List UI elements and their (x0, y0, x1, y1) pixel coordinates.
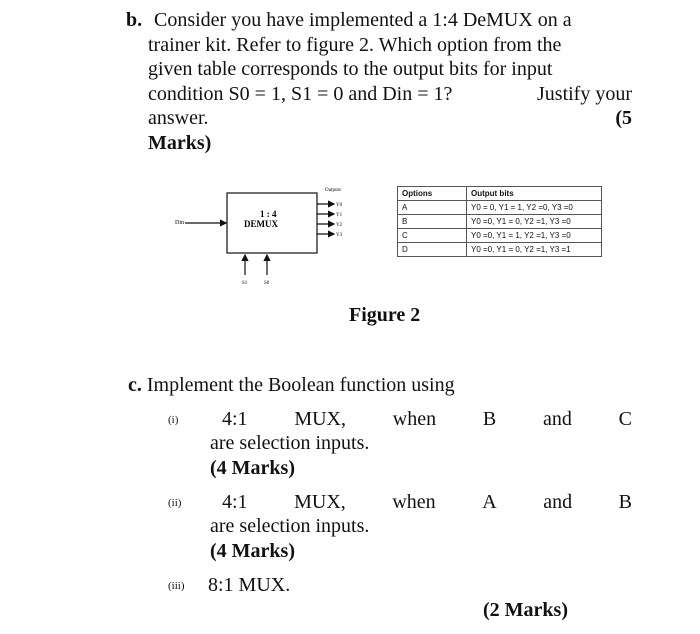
output-label-y1: Y1 (336, 213, 343, 218)
subquestion-ii-word: A (482, 491, 497, 513)
subquestion-i-word: MUX, (294, 408, 346, 430)
select-label-s0: S0 (264, 281, 270, 286)
table-header-output-bits: Output bits (466, 186, 602, 201)
table-row: C Y0 =0, Y1 = 1, Y2 =1, Y3 =0 (397, 228, 602, 243)
table-header-options: Options (397, 186, 467, 201)
subquestion-iii-number: (iii) (168, 580, 185, 592)
subquestion-ii-marks: (4 Marks) (210, 540, 295, 562)
select-label-s1: S1 (242, 281, 248, 286)
subquestion-iii-marks: (2 Marks) (483, 599, 568, 621)
table-cell-option: D (397, 242, 467, 257)
output-label-y0: Y0 (336, 203, 343, 208)
question-b-marks-open: (5 (615, 107, 632, 129)
options-table: Options Output bits A Y0 = 0, Y1 = 1, Y2… (397, 186, 602, 257)
outputs-title: Outputs (325, 188, 341, 193)
output-label-y3: Y3 (336, 233, 343, 238)
table-cell-option: A (397, 200, 467, 215)
question-b-line-2: trainer kit. Refer to figure 2. Which op… (148, 33, 562, 56)
question-b-line-1: Consider you have implemented a 1:4 DeMU… (154, 9, 572, 31)
subquestion-i-word: 4:1 (222, 408, 248, 430)
question-b-justify: Justify your (537, 82, 632, 105)
subquestion-ii-word: MUX, (294, 491, 346, 513)
question-b-line-4: condition S0 = 1, S1 = 0 and Din = 1? Ju… (148, 82, 632, 107)
subquestion-ii-number: (ii) (168, 497, 182, 509)
table-cell-output-bits: Y0 =0, Y1 = 0, Y2 =1, Y3 =1 (466, 242, 602, 257)
demux-ratio-label: 1 : 4 (260, 209, 277, 219)
table-row: B Y0 =0, Y1 = 0, Y2 =1, Y3 =0 (397, 214, 602, 229)
demux-diagram: Din 1 : 4 DEMUX Outputs Y0 Y1 Y2 Y3 S1 S… (175, 188, 343, 286)
subquestion-i-line-2: are selection inputs. (210, 432, 370, 454)
table-row: D Y0 =0, Y1 = 0, Y2 =1, Y3 =1 (397, 242, 602, 257)
subquestion-iii-text: 8:1 MUX. (208, 574, 291, 596)
subquestion-i-number: (i) (168, 414, 179, 426)
question-c-intro: Implement the Boolean function using (146, 374, 455, 396)
table-cell-output-bits: Y0 = 0, Y1 = 1, Y2 =0, Y3 =0 (466, 200, 602, 215)
question-b-marks: Marks) (148, 131, 212, 154)
table-header-row: Options Output bits (397, 186, 602, 201)
subquestion-i-word: and (542, 408, 572, 430)
subquestion-ii-word: when (392, 491, 436, 513)
demux-block (226, 192, 318, 254)
subquestion-ii-word: 4:1 (222, 491, 248, 513)
subquestion-i-line-1: 4:1 MUX, when B and C (222, 407, 632, 432)
subquestion-i-word: when (392, 408, 437, 430)
question-c-heading: c. Implement the Boolean function using (128, 373, 455, 398)
figure-caption: Figure 2 (349, 304, 421, 326)
demux-name-label: DEMUX (244, 219, 278, 229)
subquestion-ii-line-1: 4:1 MUX, when A and B (222, 490, 632, 515)
table-cell-output-bits: Y0 =0, Y1 = 0, Y2 =1, Y3 =0 (466, 214, 602, 229)
question-b-condition: condition S0 = 1, S1 = 0 and Din = 1? (148, 82, 453, 105)
table-cell-option: C (397, 228, 467, 243)
subquestion-i-word: B (482, 408, 497, 430)
subquestion-ii-word: B (618, 491, 632, 513)
output-label-y2: Y2 (336, 223, 343, 228)
table-cell-output-bits: Y0 =0, Y1 = 1, Y2 =1, Y3 =0 (466, 228, 602, 243)
subquestion-ii-line-2: are selection inputs. (210, 515, 370, 537)
subquestion-i-word: C (618, 408, 632, 430)
table-cell-option: B (397, 214, 467, 229)
question-b-line-3: given table corresponds to the output bi… (148, 58, 553, 80)
table-row: A Y0 = 0, Y1 = 1, Y2 =0, Y3 =0 (397, 200, 602, 215)
subquestion-ii-word: and (543, 491, 573, 513)
question-b-label: b. (126, 9, 143, 31)
din-label: Din (175, 220, 184, 226)
question-b-line-5: answer. (5 (148, 106, 632, 131)
question-c-label: c. (128, 374, 142, 396)
subquestion-i-marks: (4 Marks) (210, 457, 295, 479)
question-b-answer-word: answer. (148, 107, 209, 129)
